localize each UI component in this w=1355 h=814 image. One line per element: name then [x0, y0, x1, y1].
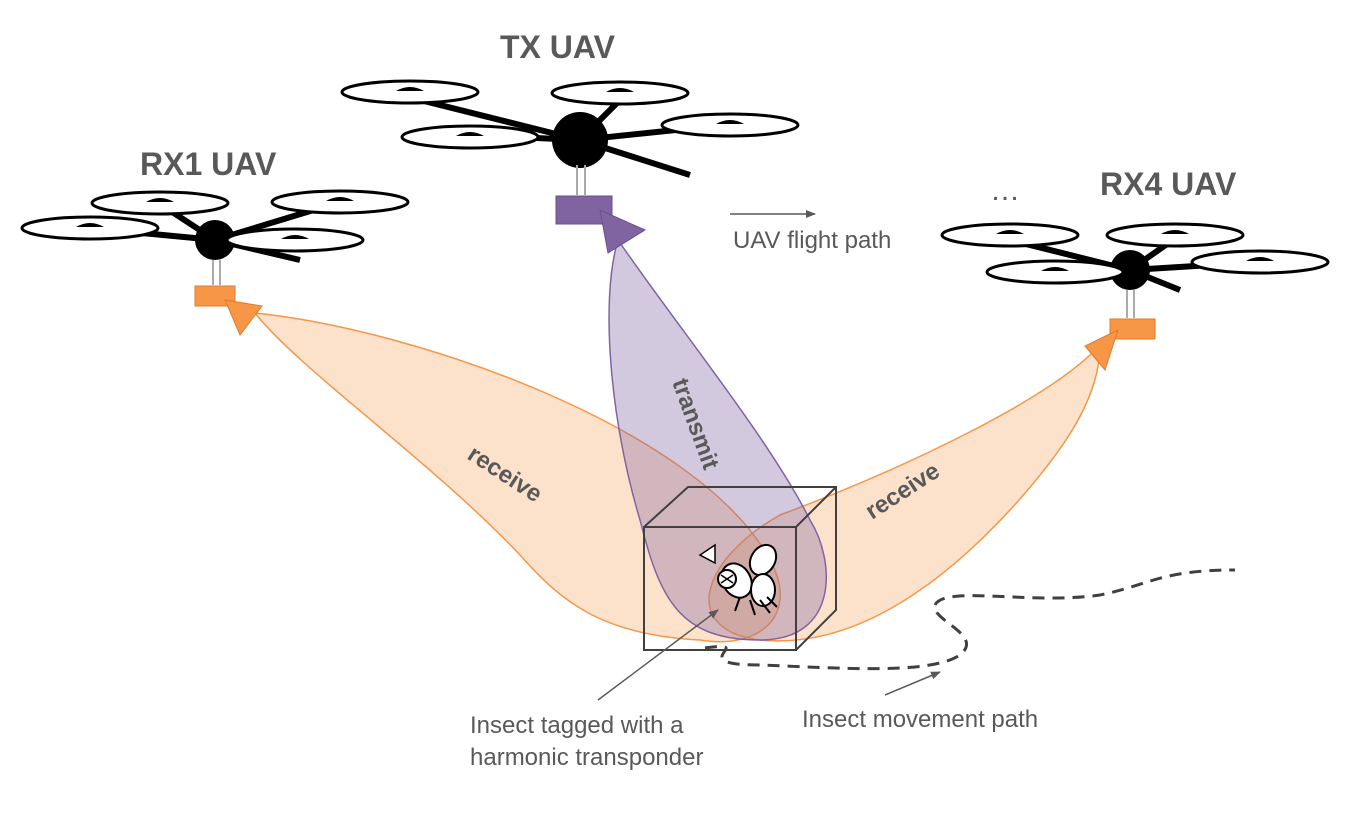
rx4-uav-label: RX4 UAV: [1100, 166, 1237, 202]
insect-movement-path-label: Insect movement path: [802, 706, 1038, 733]
receive-beam-right: [708, 343, 1101, 642]
transmit-beam: [608, 238, 827, 641]
tx-uav-drone: [340, 79, 800, 195]
insect-movement-arrow: [884, 671, 941, 696]
ellipsis-label: …: [990, 174, 1020, 207]
rx1-uav-drone: [20, 189, 410, 285]
insect-volume-cube: [643, 486, 837, 651]
uav-flight-path-label: UAV flight path: [733, 227, 891, 254]
tx-uav-label: TX UAV: [500, 29, 616, 65]
rx1-uav-label: RX1 UAV: [140, 146, 277, 182]
rx4-uav-drone: [940, 222, 1330, 318]
insect-icon: [698, 543, 778, 616]
insect-tag-label-line2: harmonic transponder: [470, 744, 703, 771]
receive-beam-left: [253, 312, 781, 643]
insect-tag-pointer: [597, 609, 719, 701]
insect-tag-label-line1: Insect tagged with a: [470, 712, 684, 739]
rx1-radar-unit: [194, 285, 263, 336]
tx-radar-unit: [555, 195, 647, 254]
rx4-radar-unit: [1084, 318, 1156, 372]
insect-movement-path: [704, 568, 1236, 671]
